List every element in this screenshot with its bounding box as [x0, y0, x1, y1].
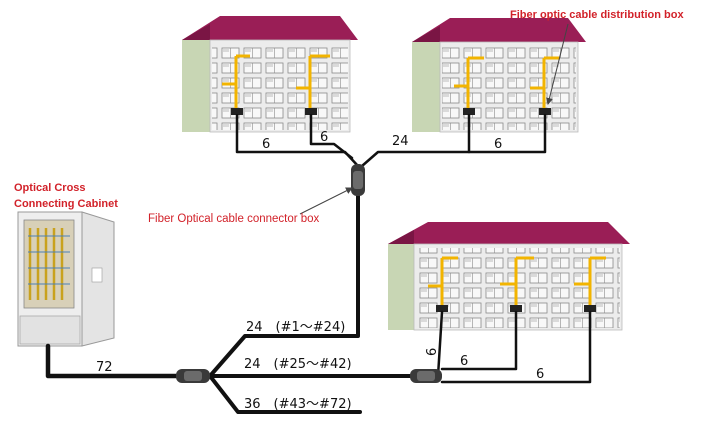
count-b1-left: 6: [262, 137, 270, 152]
count-b1-right: 6: [320, 130, 328, 145]
b3-drop-a: [436, 310, 444, 378]
cabinet-label-line1: Optical Cross: [14, 182, 86, 194]
building-1-roof: [182, 16, 358, 40]
b1-drop-right: [309, 113, 354, 160]
count-branch-3: 36 (#43～#72): [244, 397, 352, 412]
distribution-box-label: Fiber optic cable distribution box: [510, 9, 684, 21]
building-3: [388, 222, 630, 331]
cabinet-label-line2: Connecting Cabinet: [14, 198, 118, 210]
building-2-distribution-box-b: [539, 108, 551, 115]
building-3-roof: [388, 222, 630, 244]
count-trunk-top: 24: [392, 134, 409, 149]
count-b3-mid: 6: [460, 354, 468, 369]
connector-box-pointer: [299, 187, 353, 215]
trunk-cable-72: [45, 343, 181, 379]
building-3-distribution-box-c: [584, 305, 596, 312]
b2-drop-right: [467, 113, 547, 154]
cable-closure-cabinet-side: [176, 369, 210, 383]
building-1-distribution-box-a: [231, 108, 243, 115]
b3-drop-c: [440, 310, 592, 384]
building-1-distribution-box-b: [305, 108, 317, 115]
connector-box-label: Fiber Optical cable connector box: [148, 213, 320, 225]
branch-cable-3: [208, 374, 362, 414]
cable-network: [45, 113, 592, 414]
b3-drop-b: [440, 310, 518, 371]
count-b3-vertical: 6: [425, 348, 440, 356]
count-b3-low: 6: [536, 367, 544, 382]
count-branch-1: 24 (#1～#24): [246, 320, 345, 335]
building-1-fiber-runs: [222, 54, 330, 112]
count-cabinet-out: 72: [96, 360, 113, 375]
cable-closure-building-3: [410, 369, 442, 383]
building-2: [412, 18, 586, 133]
optical-cross-connecting-cabinet: [17, 211, 115, 347]
distribution-box-pointer: [546, 23, 569, 105]
building-1-side: [182, 40, 210, 132]
b2-drop-trunk: [360, 113, 471, 168]
branch-cable-1: [208, 192, 360, 378]
building-1: [182, 16, 358, 133]
building-2-fiber-runs: [454, 56, 560, 112]
building-2-distribution-box-a: [463, 108, 475, 115]
building-2-side: [412, 42, 440, 132]
building-2-roof: [412, 18, 586, 42]
building-3-distribution-box-b: [510, 305, 522, 312]
building-3-fiber-runs: [428, 256, 606, 308]
count-b2-drop: 6: [494, 137, 502, 152]
building-3-distribution-box-a: [436, 305, 448, 312]
building-3-side: [388, 244, 414, 330]
fiber-optical-cable-connector-box: [351, 164, 365, 196]
count-branch-2: 24 (#25～#42): [244, 357, 352, 372]
